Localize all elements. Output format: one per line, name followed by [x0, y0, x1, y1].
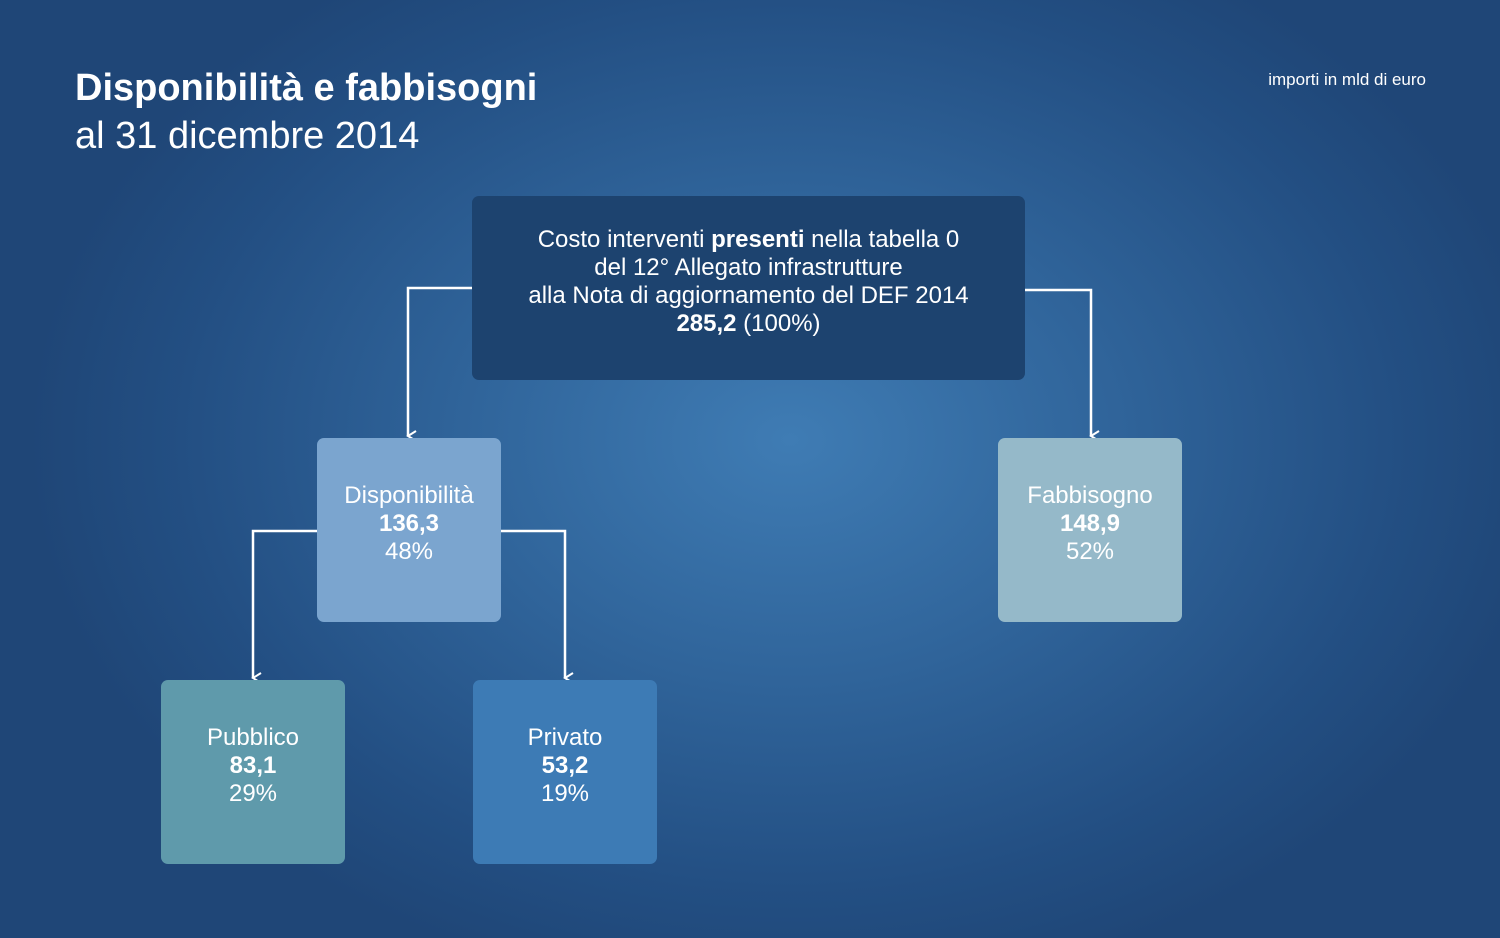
root-value-line: 285,2 (100%) [676, 310, 820, 338]
connector-root-to-disponibilita [406, 286, 472, 442]
root-line1-bold: presenti [711, 226, 805, 253]
disponibilita-percent: 48% [384, 538, 434, 565]
privato-label: Privato [527, 724, 603, 751]
node-pubblico: Pubblico 83,1 29% [161, 680, 345, 864]
root-line1-pre: Costo interventi [537, 226, 712, 253]
root-line2: del 12° Allegato infrastrutture [594, 254, 903, 281]
disponibilita-label: Disponibilità [344, 482, 474, 509]
connector-root-to-fabbisogno [1025, 288, 1100, 442]
root-line3: alla Nota di aggiornamento del DEF 2014 [528, 282, 969, 309]
root-value: 285,2 [676, 310, 737, 337]
privato-value: 53,2 [541, 752, 589, 779]
node-disponibilita: Disponibilità 136,3 48% [317, 438, 501, 622]
title-main: Disponibilità e fabbisogni [75, 67, 538, 109]
fabbisogno-value: 148,9 [1059, 510, 1121, 537]
fabbisogno-label: Fabbisogno [1027, 482, 1153, 509]
privato-percent: 19% [540, 780, 590, 807]
disponibilita-value: 136,3 [378, 510, 440, 537]
fabbisogno-percent: 52% [1065, 538, 1115, 565]
connector-disponibilita-to-pubblico [251, 529, 317, 684]
node-fabbisogno: Fabbisogno 148,9 52% [998, 438, 1182, 622]
root-line1: Costo interventi presenti nella tabella … [538, 226, 960, 254]
pubblico-label: Pubblico [206, 724, 300, 751]
node-root-total-cost: Costo interventi presenti nella tabella … [472, 196, 1025, 380]
unit-note: importi in mld di euro [1268, 70, 1426, 89]
pubblico-value: 83,1 [229, 752, 277, 779]
root-percent: (100%) [736, 310, 821, 337]
root-line1-post: nella tabella 0 [804, 226, 960, 253]
title-subtitle: al 31 dicembre 2014 [75, 115, 420, 157]
page-title: Disponibilità e fabbisogni al 31 dicembr… [75, 64, 537, 160]
pubblico-percent: 29% [228, 780, 278, 807]
node-privato: Privato 53,2 19% [473, 680, 657, 864]
connector-disponibilita-to-privato [501, 529, 574, 684]
